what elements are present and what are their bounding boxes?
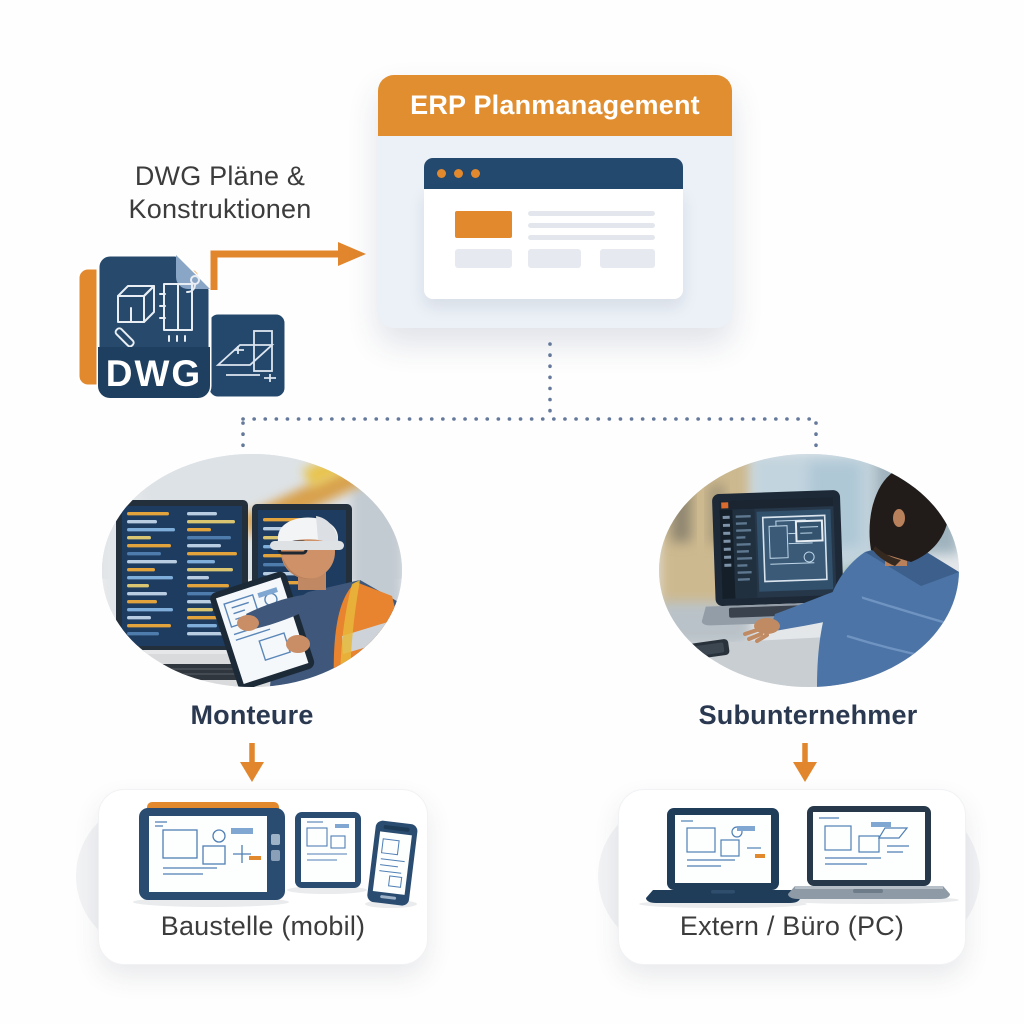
dwg-main-file: DWG [96, 253, 212, 400]
text-line-placeholder [528, 223, 655, 228]
content-box-placeholder [600, 249, 655, 268]
content-box-placeholder [455, 249, 512, 268]
tablet-small-icon [295, 812, 361, 888]
worker-arm [246, 594, 316, 629]
arrow-down-monteure-icon [240, 743, 264, 782]
content-highlight-block [455, 211, 512, 238]
smartphone-icon [367, 820, 418, 906]
label-monteure: Monteure [190, 700, 314, 730]
browser-titlebar [424, 158, 683, 189]
dwg-label-line1: DWG Pläne & [134, 161, 306, 191]
erp-card-body [378, 136, 732, 328]
laptop-gray-icon [788, 806, 950, 899]
card-baustelle: Baustelle (mobil) [98, 789, 428, 965]
dwg-source-label: DWG Pläne & Konstruktionen [90, 160, 350, 226]
pc-devices-illustration [639, 806, 959, 908]
label-subunternehmer: Subunternehmer [698, 700, 918, 730]
erp-card: ERP Planmanagement [378, 75, 732, 328]
plan-file-icon [206, 311, 288, 400]
tablet-large-icon [139, 808, 285, 900]
text-line-placeholder [528, 235, 655, 240]
dwg-file-icon: DWG [76, 253, 288, 400]
photo-monteure [102, 454, 402, 687]
erp-card-header: ERP Planmanagement [378, 75, 732, 136]
browser-content [424, 189, 683, 299]
photo-subunternehmer [659, 454, 959, 687]
browser-mockup [424, 158, 683, 299]
arrow-dwg-to-erp-icon [210, 242, 366, 290]
card-label-baustelle: Baustelle (mobil) [160, 911, 366, 941]
cad-lineart [114, 275, 200, 348]
erp-title: ERP Planmanagement [410, 90, 700, 120]
content-box-placeholder [528, 249, 581, 268]
mobile-devices-illustration [133, 802, 418, 908]
window-dot-icon [471, 169, 480, 178]
dwg-label-line2: Konstruktionen [128, 194, 312, 224]
card-extern: Extern / Büro (PC) [618, 789, 966, 965]
text-line-placeholder [528, 211, 655, 216]
arrow-down-subunternehmer-icon [793, 743, 817, 782]
card-label-extern: Extern / Büro (PC) [679, 911, 905, 941]
window-dot-icon [437, 169, 446, 178]
laptop-navy-icon [646, 808, 800, 903]
window-dot-icon [454, 169, 463, 178]
dwg-badge-text: DWG [106, 353, 202, 394]
